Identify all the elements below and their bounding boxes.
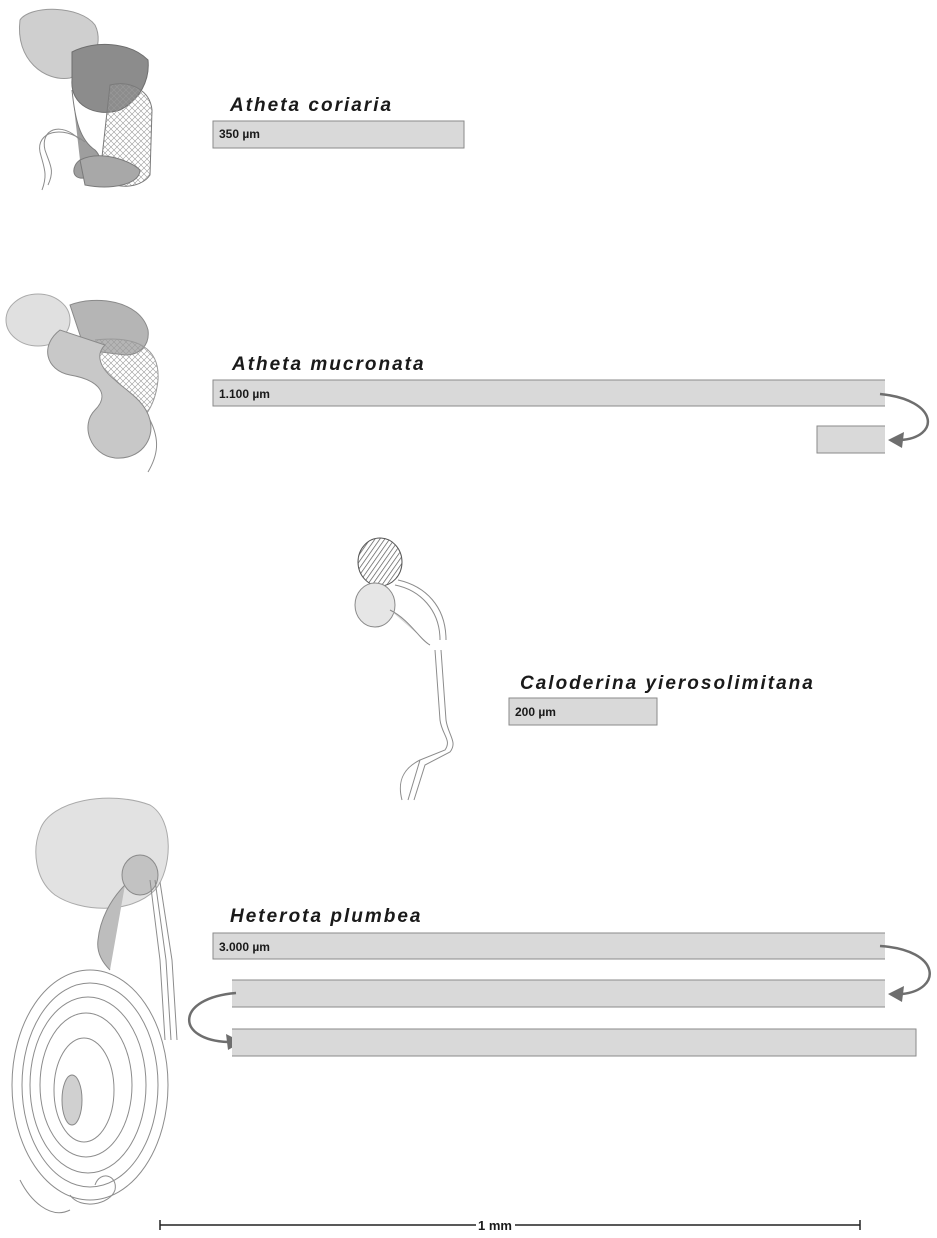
- wrap-arrowhead-atheta-mucronata: [888, 432, 904, 448]
- length-label-caloderina-yierosolimitana: 200 µm: [515, 705, 556, 719]
- length-label-atheta-mucronata: 1.100 µm: [219, 387, 270, 401]
- atheta-mucronata-spermatheca-drawing: [6, 294, 158, 472]
- caloderina-yierosolimitana-spermatheca-drawing: [355, 538, 453, 800]
- length-bar-heterota-plumbea-segment-1: [213, 933, 885, 959]
- species-name-heterota-plumbea: Heterota plumbea: [230, 906, 422, 927]
- length-label-heterota-plumbea: 3.000 µm: [219, 940, 270, 954]
- wrap-arrow-heterota-plumbea-right: [880, 946, 930, 994]
- heterota-plumbea-spermatheca-drawing: [12, 798, 177, 1213]
- specimen-caloderina-yierosolimitana: Caloderina yierosolimitana 200 µm: [355, 538, 815, 800]
- length-label-atheta-coriaria: 350 µm: [219, 127, 260, 141]
- wrap-arrow-atheta-mucronata: [880, 394, 928, 440]
- specimen-atheta-coriaria: Atheta coriaria 350 µm: [19, 9, 464, 190]
- species-name-atheta-mucronata: Atheta mucronata: [231, 354, 426, 375]
- scale-bar-label: 1 mm: [478, 1218, 512, 1233]
- scale-bar: 1 mm: [160, 1218, 860, 1233]
- specimen-heterota-plumbea: Heterota plumbea 3.000 µm: [12, 798, 930, 1213]
- length-bar-atheta-mucronata-segment-2: [817, 426, 885, 453]
- length-bar-heterota-plumbea-segment-2: [232, 980, 885, 1007]
- wrap-arrow-heterota-plumbea-left: [189, 993, 236, 1042]
- specimen-atheta-mucronata: Atheta mucronata 1.100 µm: [6, 294, 928, 472]
- species-name-caloderina-yierosolimitana: Caloderina yierosolimitana: [520, 673, 815, 694]
- wrap-arrowhead-heterota-plumbea-right: [888, 986, 904, 1002]
- atheta-coriaria-spermatheca-drawing: [19, 9, 152, 190]
- species-name-atheta-coriaria: Atheta coriaria: [229, 95, 393, 116]
- length-bar-atheta-mucronata-segment-1: [213, 380, 885, 406]
- length-bar-heterota-plumbea-segment-3: [232, 1029, 916, 1056]
